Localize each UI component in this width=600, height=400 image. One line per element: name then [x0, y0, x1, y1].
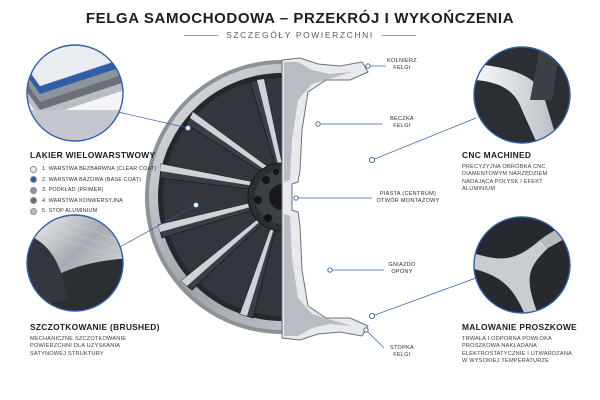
layer-dot	[30, 186, 37, 194]
desc-line: ELEKTROSTATYCZNIE I UTWARDZANA	[462, 350, 573, 357]
subtitle-rule-left	[184, 35, 219, 37]
callout-line: FELGI	[393, 351, 411, 358]
panel-multilayer: LAKIER WIELOWARSTWOWY 1. WARSTWA BEZBARW…	[30, 150, 200, 217]
layer-dot	[30, 176, 37, 184]
layer-label: 3. PODKŁAD (PRIMER)	[42, 187, 104, 193]
page-title: FELGA SAMOCHODOWA – PRZEKRÓJ I WYKOŃCZEN…	[85, 10, 515, 27]
desc-line: W WYSOKIEJ TEMPERATURZE	[462, 358, 550, 365]
subtitle-text: SZCZEGÓŁY POWIERZCHNI	[226, 30, 374, 40]
heading-brushed: SZCZOTKOWANIE (BRUSHED)	[30, 322, 160, 332]
desc-line: POWIERZCHNI DLA UZYSKANIA	[30, 343, 121, 350]
callout-beczka: BECZKA FELGI	[372, 116, 432, 130]
desc-cnc: PRECYZYJNA OBRÓBKA CNC DIAMENTOWYM NARZĘ…	[462, 164, 594, 194]
desc-line: PROSZKOWA NAKŁADANA	[462, 343, 538, 350]
detail-circle-brushed	[26, 214, 124, 312]
layer-label: 2. WARSTWA BAZOWA (BASE COAT)	[42, 176, 142, 183]
desc-line: ALUMINIUM	[462, 186, 496, 193]
heading-powder: MALOWANIE PROSZKOWE	[462, 322, 578, 332]
layer-label: 5. STOP ALUMINIUM	[42, 208, 98, 214]
panel-powder: MALOWANIE PROSZKOWE TRWAŁA I ODPORNA POW…	[462, 322, 594, 366]
callout-line: FELGI	[393, 64, 411, 71]
wheel-face	[145, 60, 282, 334]
page-subtitle: SZCZEGÓŁY POWIERZCHNI	[0, 30, 600, 40]
callout-piasta: PIASTA (CENTRUM) OTWÓR MONTAŻOWY	[368, 191, 448, 205]
detail-circle-cnc	[473, 46, 571, 144]
layer-dot	[30, 207, 37, 215]
leader-dots	[184, 63, 376, 333]
layer-dot	[30, 197, 37, 205]
callout-gniazdo: GNIAZDO OPONY	[372, 262, 432, 276]
callout-stopka: STOPKA FELGI	[372, 345, 432, 359]
desc-line: NADAJĄCA POŁYSK I EFEKT	[462, 178, 543, 185]
layer-item: 4. WARSTWA KONWERSYJNA	[30, 196, 200, 207]
callout-line: PIASTA (CENTRUM)	[379, 191, 437, 197]
layer-item: 3. PODKŁAD (PRIMER)	[30, 185, 200, 196]
layer-item: 5. STOP ALUMINIUM	[30, 206, 200, 217]
callout-line: STOPKA	[389, 345, 414, 351]
desc-line: PRECYZYJNA OBRÓBKA CNC	[462, 164, 546, 170]
panel-cnc: CNC MACHINED PRECYZYJNA OBRÓBKA CNC DIAM…	[462, 150, 594, 194]
lug-holes	[254, 169, 279, 222]
callout-line: KOŁNIERZ	[387, 58, 417, 64]
callout-line: OPONY	[391, 268, 413, 275]
heading-cnc: CNC MACHINED	[462, 150, 532, 160]
callout-line: BECZKA	[390, 116, 414, 122]
heading-multilayer: LAKIER WIELOWARSTWOWY	[30, 150, 156, 160]
wheel-cross-section	[281, 57, 369, 341]
panel-brushed: SZCZOTKOWANIE (BRUSHED) MECHANICZNE SZCZ…	[30, 322, 200, 358]
desc-line: SATYNOWEJ STRUKTURY	[30, 350, 104, 357]
desc-brushed: MECHANICZNE SZCZOTKOWANIE POWIERZCHNI DL…	[30, 336, 200, 358]
layer-dot	[30, 165, 37, 173]
desc-line: MECHANICZNE SZCZOTKOWANIE	[30, 336, 127, 342]
callout-line: GNIAZDO	[388, 262, 416, 268]
layer-item: 1. WARSTWA BEZBARWNA (CLEAR COAT)	[30, 164, 200, 175]
detail-circle-powder	[473, 216, 571, 314]
detail-circle-multilayer	[26, 44, 124, 142]
layer-list: 1. WARSTWA BEZBARWNA (CLEAR COAT) 2. WAR…	[30, 164, 200, 217]
leader-lines	[117, 65, 477, 349]
desc-powder: TRWAŁA I ODPORNA POWŁOKA PROSZKOWA NAKŁA…	[462, 336, 594, 366]
center-bore	[269, 184, 282, 210]
layer-item: 2. WARSTWA BAZOWA (BASE COAT)	[30, 175, 200, 186]
callout-line: OTWÓR MONTAŻOWY	[376, 197, 440, 204]
layer-label: 1. WARSTWA BEZBARWNA (CLEAR COAT)	[42, 166, 157, 172]
callout-kolnierz: KOŁNIERZ FELGI	[372, 58, 432, 72]
desc-line: DIAMENTOWYM NARZĘDZIEM	[462, 171, 548, 178]
subtitle-rule-right	[381, 35, 416, 37]
layer-label: 4. WARSTWA KONWERSYJNA	[42, 197, 123, 204]
desc-line: TRWAŁA I ODPORNA POWŁOKA	[462, 336, 552, 342]
callout-line: FELGI	[393, 122, 411, 129]
